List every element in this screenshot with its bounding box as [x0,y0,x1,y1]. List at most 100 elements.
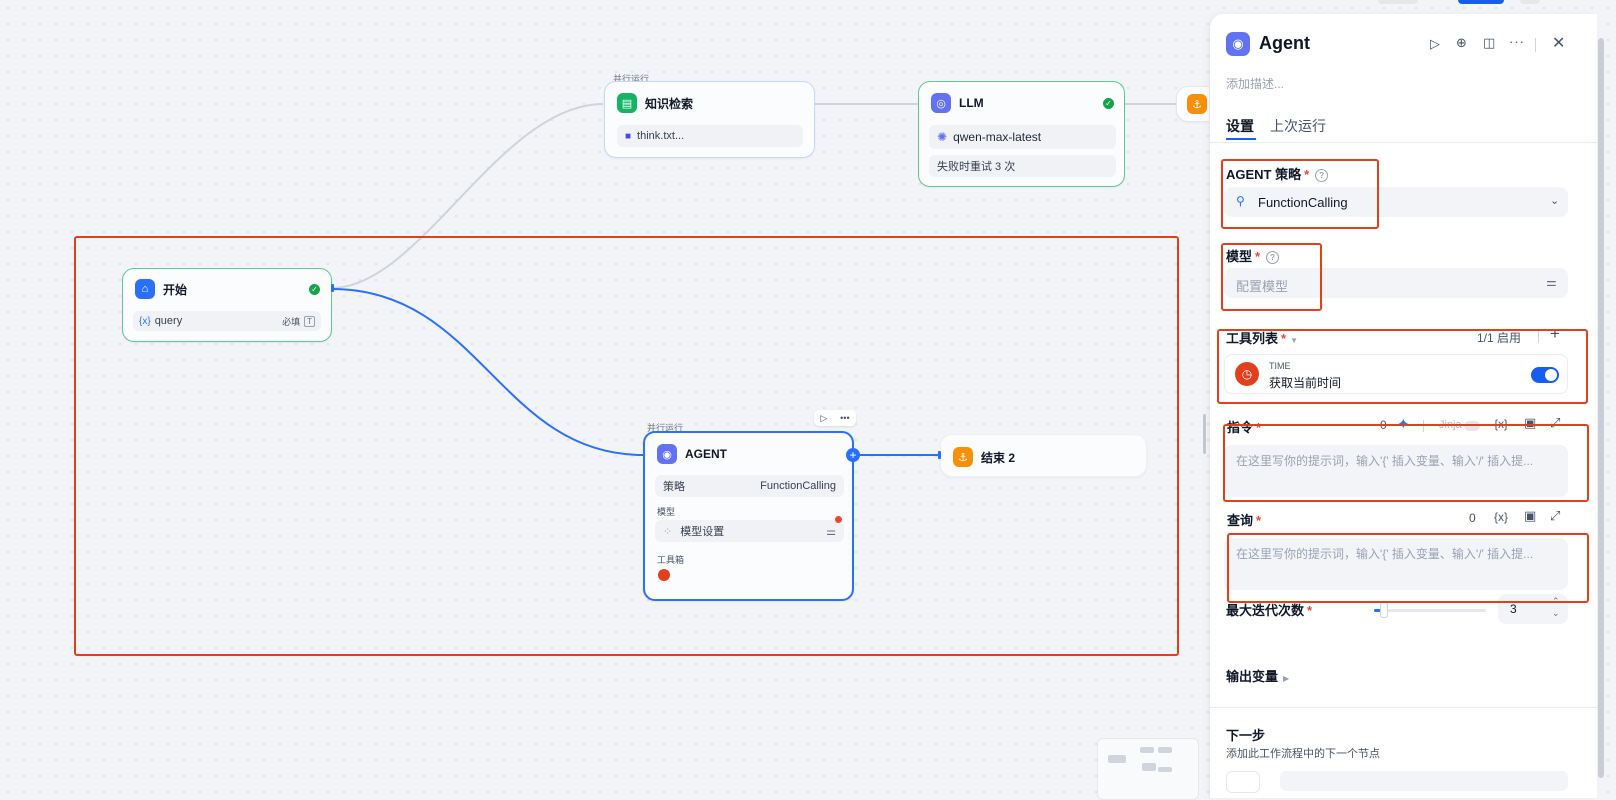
tool-name: 获取当前时间 [1269,376,1342,390]
strategy-label: AGENT 策略*? [1226,164,1329,183]
llm-icon: ◎ [931,93,951,113]
llm-node-title: LLM [959,96,984,110]
more-icon[interactable]: ··· [1509,34,1525,49]
agent-strategy-row[interactable]: 策略 FunctionCalling [655,475,844,497]
agent-strategy-value: FunctionCalling [760,480,836,492]
llm-retry-row: 失败时重试 3 次 [929,155,1116,177]
knowledge-file-row[interactable]: ■ think.txt... [617,125,803,147]
model-settings-icon: ⚌ [1546,275,1557,289]
section-divider [1210,707,1597,708]
stepper-up-icon[interactable]: ⌃ [1552,596,1560,606]
llm-node[interactable]: ◎ LLM ✓ ✺ qwen-max-latest 失败时重试 3 次 [918,81,1125,187]
add-next-node-button[interactable]: + [846,448,860,462]
expand-icon[interactable]: ⤢ [1550,415,1561,430]
start-output-handle[interactable] [331,284,334,292]
llm-model-name: qwen-max-latest [953,130,1042,144]
minimap-node [1158,767,1172,772]
more-icon[interactable]: ••• [840,413,850,423]
output-vars-toggle[interactable]: 输出变量▶ [1226,669,1290,684]
model-placeholder: 配置模型 [1236,279,1289,294]
toolbar-button[interactable] [1378,0,1418,4]
max-iterations-slider[interactable] [1374,602,1486,618]
end-node-2[interactable]: ⚓ 结束 2 [940,434,1147,477]
clock-icon: ◷ [1235,362,1259,386]
clipboard-icon[interactable]: ▣ [1524,508,1537,523]
tab-settings[interactable]: 设置 [1226,118,1254,134]
agent-node-actions: ▷ ••• [814,410,856,426]
panel-resize-handle[interactable] [1203,414,1206,454]
model-placeholder-icon: ⁘ [663,525,673,538]
agent-node[interactable]: ◉ AGENT 策略 FunctionCalling 模型 ⁘ 模型设置 ⚌ 工… [643,431,854,601]
text-type-icon: T [304,315,315,327]
max-iterations-input[interactable]: 3 ⌃ ⌄ [1498,594,1568,624]
next-step-title: 下一步 [1226,728,1266,743]
minimap-node [1142,763,1156,771]
tab-last-run[interactable]: 上次运行 [1270,118,1326,134]
tool-item[interactable]: ◷ TIME 获取当前时间 [1224,354,1568,394]
time-tool-icon [658,569,670,581]
agent-strategy-label: 策略 [663,481,685,493]
add-next-step-button[interactable] [1280,771,1568,791]
slider-fill [1374,609,1382,612]
instruction-input[interactable]: 在这里写你的提示词，输入'{' 插入变量、输入'/' 插入提... [1224,445,1568,497]
help-icon: ? [1266,251,1280,264]
clipboard-icon[interactable]: ▣ [1524,415,1537,430]
stepper-down-icon[interactable]: ⌄ [1552,608,1560,618]
query-input[interactable]: 在这里写你的提示词，输入'{' 插入变量、输入'/' 插入提... [1224,538,1568,590]
next-step-node-slot[interactable] [1226,771,1260,793]
toolbar-divider [1423,420,1424,432]
required-label: 必填 [282,316,301,327]
panel-scrollbar[interactable] [1598,38,1604,778]
end-node-title: 结束 2 [981,450,1016,465]
agent-model-label: 模型 [657,507,676,517]
agent-icon: ◉ [657,444,677,464]
description-input[interactable]: 添加描述... [1226,77,1285,91]
run-node-icon[interactable]: ▷ [820,412,828,423]
slider-handle[interactable] [1380,602,1388,618]
end-input-handle[interactable] [938,451,941,459]
strategy-value: FunctionCalling [1258,195,1348,210]
publish-button[interactable] [1458,0,1504,4]
toolbar-button[interactable] [1520,0,1540,4]
llm-model-row[interactable]: ✺ qwen-max-latest [929,125,1116,149]
instruction-char-count: 0 [1380,418,1387,432]
max-iterations-label: 最大迭代次数* [1226,603,1313,618]
folder-icon: ■ [625,130,632,142]
tool-enable-toggle[interactable] [1531,367,1559,383]
locate-icon[interactable]: ⊕ [1456,35,1467,50]
variable-icon[interactable]: {x} [1494,417,1509,431]
jinja-toggle[interactable] [1464,421,1480,431]
edge-start-knowledge [331,103,604,289]
model-provider-icon: ✺ [937,130,948,144]
instruction-label: 指令* [1227,420,1262,435]
strategy-select[interactable]: ⚲ FunctionCalling ⌄ [1224,187,1568,217]
max-iterations-value: 3 [1510,602,1517,616]
start-node[interactable]: ⌂ 开始 ✓ {x} query 必填 T [122,268,332,342]
tools-label: 工具列表*▼ [1226,331,1298,346]
minimap-node [1158,747,1172,753]
minimap[interactable] [1097,738,1199,800]
variable-icon[interactable]: {x} [1494,510,1509,524]
expand-icon[interactable]: ⤢ [1550,508,1561,523]
agent-model-row[interactable]: ⁘ 模型设置 ⚌ [655,520,844,542]
query-placeholder: 在这里写你的提示词，输入'{' 插入变量、输入'/' 插入提... [1236,547,1534,561]
sparkle-icon[interactable]: ✦ [1397,416,1410,433]
start-var-row[interactable]: {x} query 必填 T [133,311,321,331]
model-warning-dot [835,516,842,523]
node-settings-panel: ◉ Agent ▷ ⊕ ◫ ··· ✕ 添加描述... 设置 上次运行 AGEN… [1209,14,1597,798]
panel-title[interactable]: Agent [1259,33,1310,53]
split-view-icon[interactable]: ◫ [1483,35,1496,50]
model-label: 模型*? [1226,246,1280,265]
model-settings-icon[interactable]: ⚌ [826,525,836,538]
run-icon[interactable]: ▷ [1430,36,1440,51]
add-tool-button[interactable]: + [1550,324,1560,343]
close-icon[interactable]: ✕ [1552,35,1566,52]
model-select[interactable]: 配置模型 ⚌ [1224,268,1568,298]
minimap-node [1140,747,1154,753]
toggle-knob [1545,369,1557,381]
minimap-node [1108,755,1126,763]
query-char-count: 0 [1469,511,1476,525]
instruction-placeholder: 在这里写你的提示词，输入'{' 插入变量、输入'/' 插入提... [1236,454,1534,468]
chevron-down-icon: ⌄ [1550,195,1560,207]
knowledge-node[interactable]: ▤ 知识检索 ■ think.txt... [604,81,815,158]
